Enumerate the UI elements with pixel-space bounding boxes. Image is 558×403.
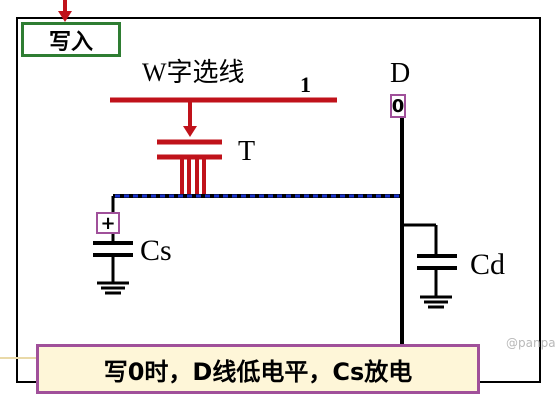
- write-arrow-head: [58, 11, 72, 22]
- bit-line-label: D: [390, 58, 411, 89]
- cs-label: Cs: [140, 234, 172, 267]
- write-in-box: 写入: [21, 22, 121, 57]
- watermark: @panpa: [506, 336, 556, 350]
- transistor-label: T: [238, 136, 256, 167]
- outer-frame: [16, 17, 541, 383]
- gate-arrow-head: [183, 126, 197, 137]
- word-line-label: W字选线: [142, 58, 245, 87]
- cd-label: Cd: [470, 248, 506, 281]
- caption-box: 写0时，D线低电平，Cs放电: [36, 344, 480, 394]
- cs-polarity: +: [96, 212, 120, 234]
- bit-line-value: 0: [390, 94, 406, 118]
- word-line-value: 1: [300, 72, 311, 97]
